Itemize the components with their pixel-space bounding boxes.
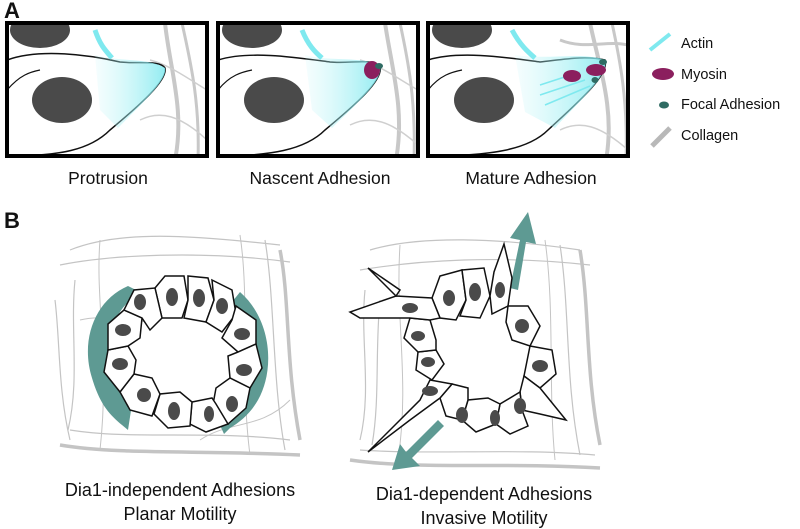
panel-letter-a: A	[4, 0, 20, 23]
right-caption-line1: Dia1-dependent Adhesions	[376, 484, 592, 504]
legend-label-collagen: Collagen	[681, 128, 738, 144]
legend-swatch-collagen	[650, 126, 672, 148]
planar-arrow-left	[87, 286, 148, 430]
legend-label-actin: Actin	[681, 36, 713, 52]
mature-adhesion-frame	[428, 23, 628, 156]
legend-swatch-focal-adhesion	[659, 101, 669, 109]
planar-organoid	[54, 234, 302, 457]
left-caption-line1: Dia1-independent Adhesions	[65, 480, 295, 500]
nucleus	[32, 77, 92, 123]
legend-swatch-myosin	[652, 68, 674, 80]
focal-adhesion	[375, 63, 383, 69]
panel-letter-b: B	[4, 208, 20, 233]
caption-nascent-adhesion: Nascent Adhesion	[249, 168, 390, 188]
actin-region	[95, 55, 166, 128]
legend: Actin Myosin Focal Adhesion Collagen	[648, 32, 780, 148]
right-caption-line2: Invasive Motility	[420, 508, 547, 528]
left-caption-line2: Planar Motility	[123, 504, 236, 524]
protrusion-frame	[7, 23, 207, 156]
nucleus-top	[10, 23, 70, 48]
invasive-organoid	[348, 212, 602, 470]
legend-swatch-actin	[648, 32, 672, 52]
legend-label-myosin: Myosin	[681, 67, 727, 83]
cell-nuclei	[112, 288, 252, 422]
caption-protrusion: Protrusion	[68, 168, 148, 188]
caption-mature-adhesion: Mature Adhesion	[465, 168, 596, 188]
invasive-arrow-up	[510, 212, 536, 290]
myosin-blob	[563, 70, 581, 82]
nascent-adhesion-frame	[218, 23, 418, 156]
invasive-arrow-down	[392, 420, 444, 470]
cell-nuclei	[402, 282, 548, 426]
legend-label-focal-adhesion: Focal Adhesion	[681, 97, 780, 113]
